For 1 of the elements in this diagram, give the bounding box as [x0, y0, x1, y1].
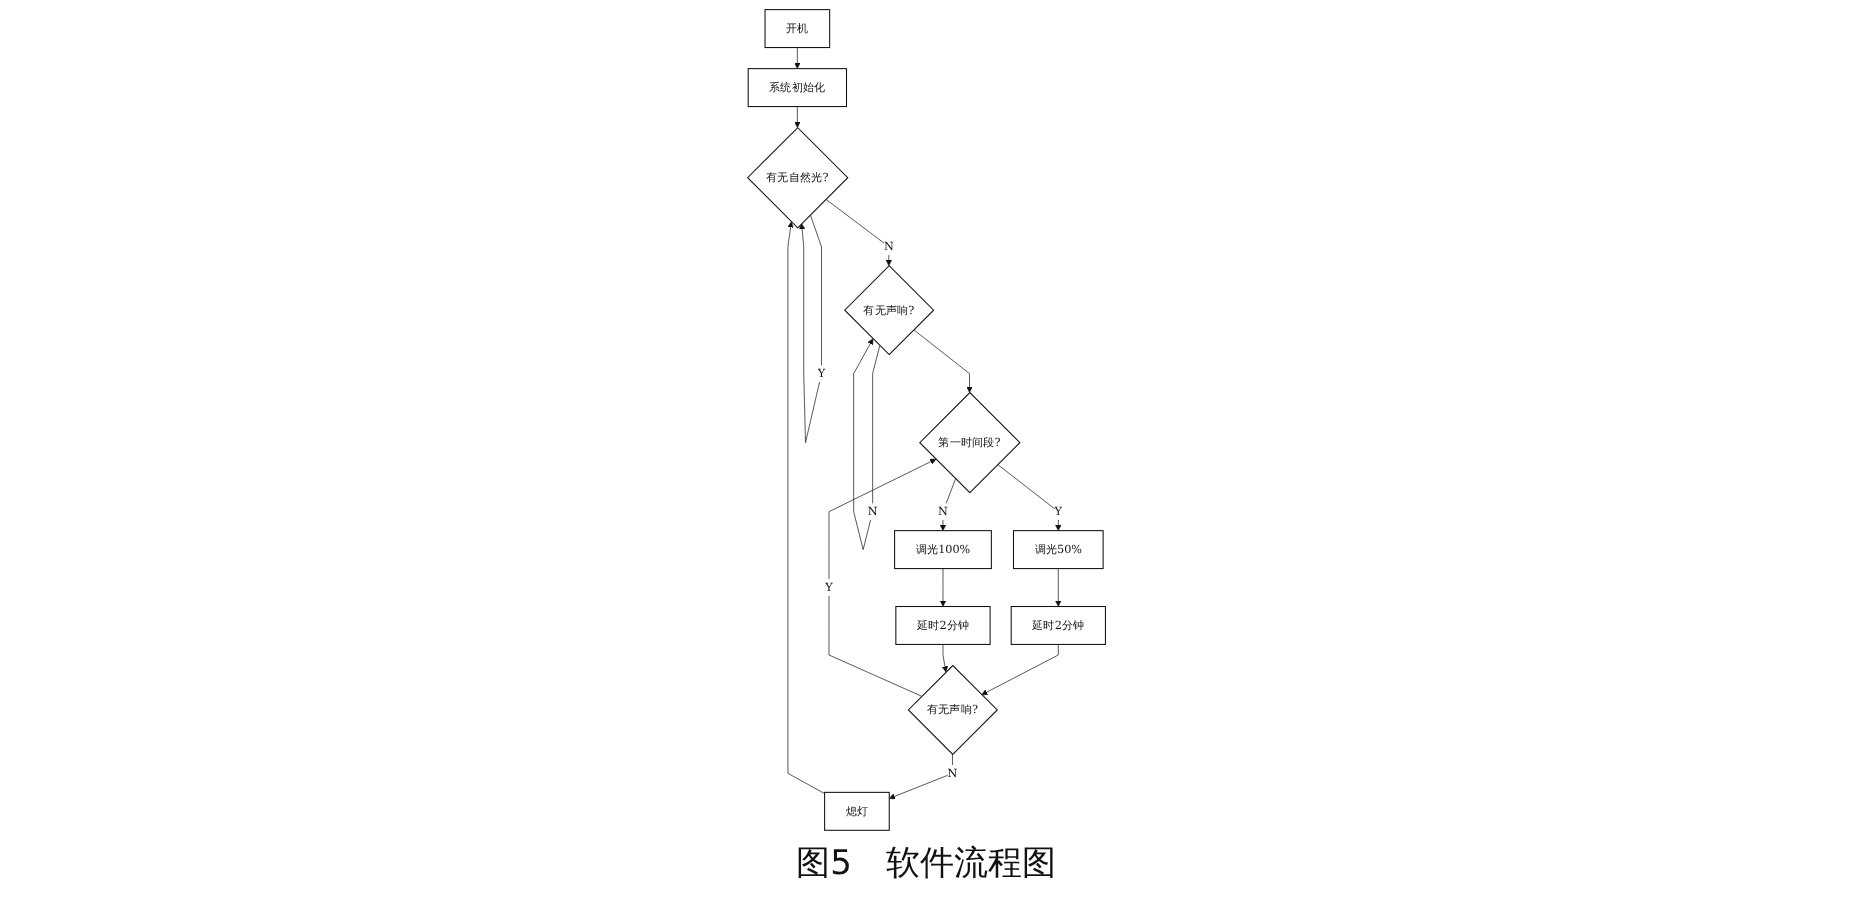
figure-caption: 图5 软件流程图 — [796, 842, 1056, 886]
